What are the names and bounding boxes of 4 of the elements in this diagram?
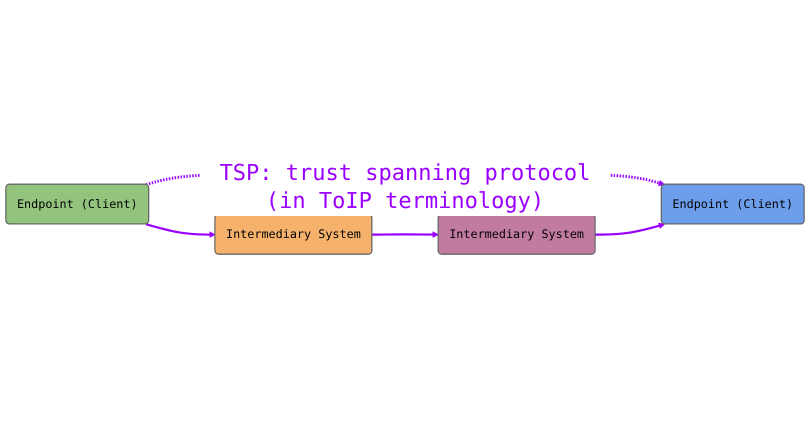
protocol-note: TSP: trust spanning protocol (in ToIP terminology): [200, 160, 610, 216]
arrow: [372, 231, 439, 238]
arrow: [146, 223, 216, 238]
arrow: [595, 222, 665, 236]
